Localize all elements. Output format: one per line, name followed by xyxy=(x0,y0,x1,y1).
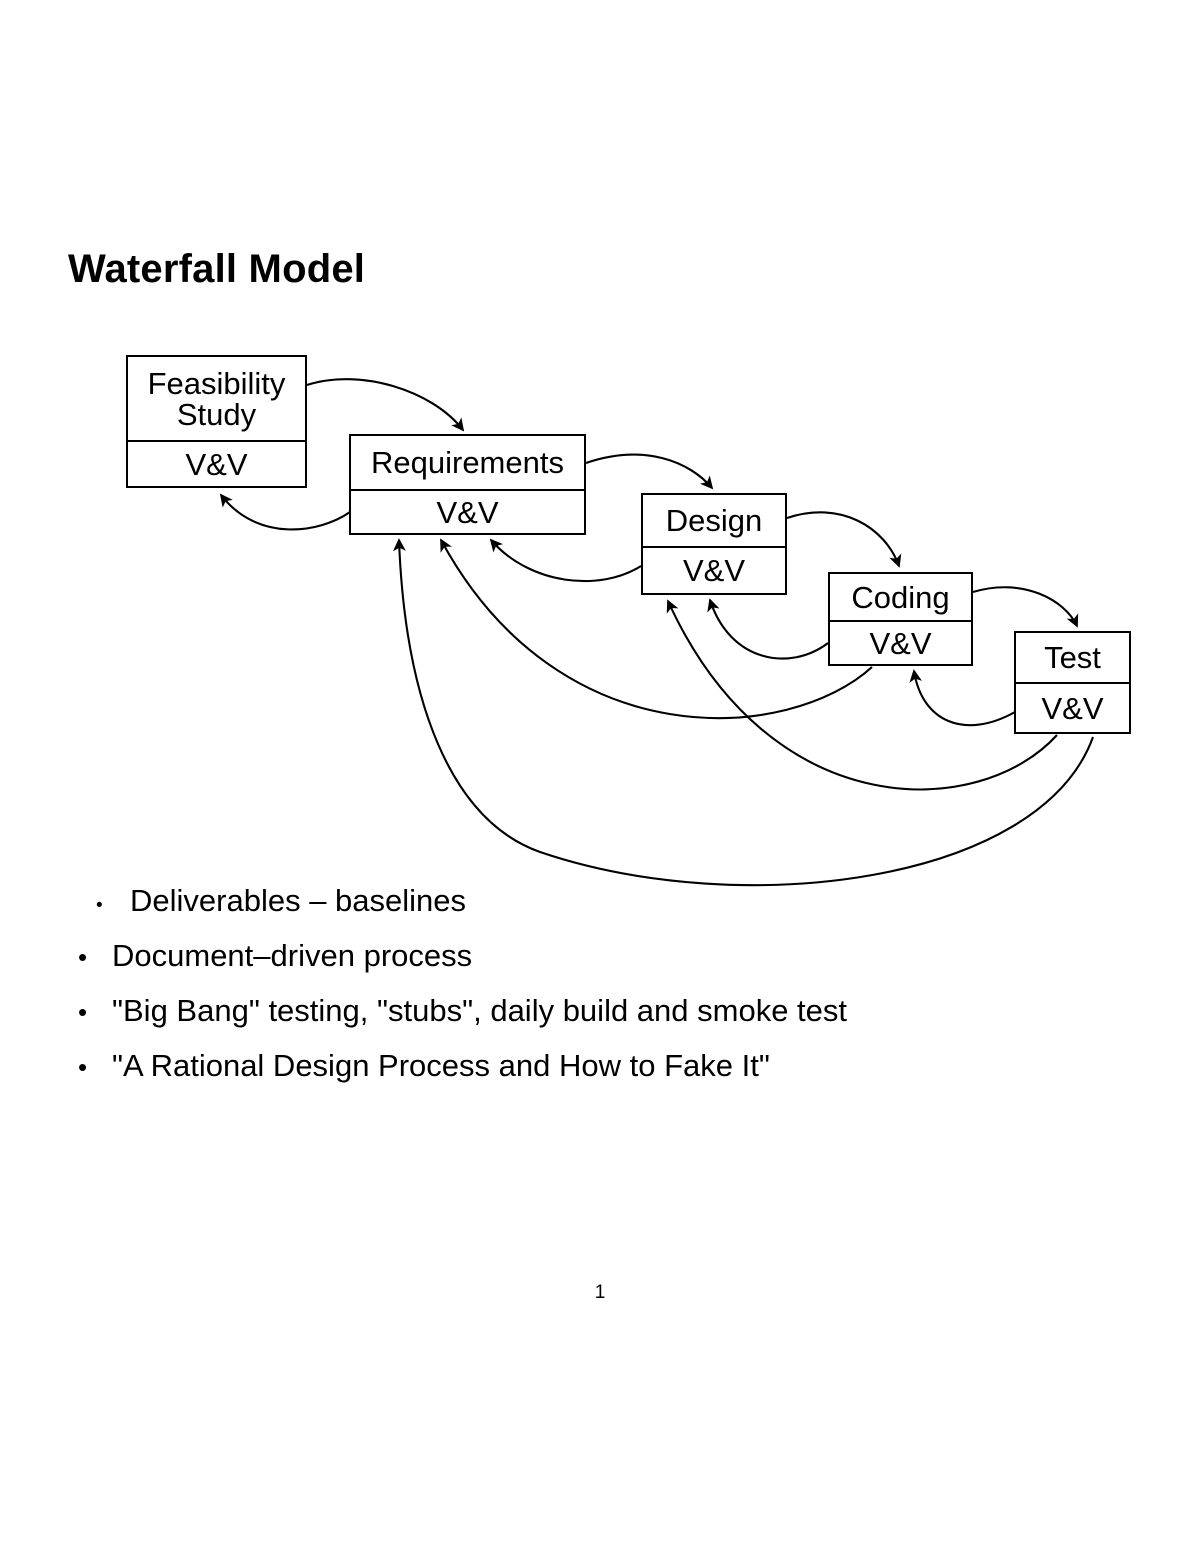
list-item-text: Document–driven process xyxy=(112,938,473,973)
list-item: • "Big Bang" testing, "stubs", daily bui… xyxy=(78,995,1118,1026)
bullet-icon: • xyxy=(96,895,103,916)
page-title: Waterfall Model xyxy=(68,247,366,291)
stage-label-coding: Coding xyxy=(851,579,950,615)
stage-box-requirements[interactable]: Requirements V&V xyxy=(349,434,586,535)
stage-label-requirements: Requirements xyxy=(371,445,564,480)
list-item-text: "Big Bang" testing, "stubs", daily build… xyxy=(112,993,848,1028)
bullet-list: • Deliverables – baselines • Document–dr… xyxy=(78,885,1118,1105)
stage-label-design: Design xyxy=(665,503,763,538)
list-item: • Deliverables – baselines xyxy=(78,885,1118,916)
stage-vv-requirements: V&V xyxy=(351,489,584,533)
stage-box-coding[interactable]: Coding V&V xyxy=(828,572,973,666)
page-number: 1 xyxy=(594,1282,606,1303)
stage-vv-feasibility: V&V xyxy=(128,440,305,486)
list-item-text: "A Rational Design Process and How to Fa… xyxy=(112,1048,770,1083)
stage-label-feasibility: Feasibility Study xyxy=(147,365,286,432)
arrow-requirements-to-design xyxy=(585,453,714,490)
stage-label-test: Test xyxy=(1044,640,1101,675)
stage-vv-coding: V&V xyxy=(830,620,971,664)
bullet-icon: • xyxy=(78,997,88,1027)
bullet-icon: • xyxy=(78,942,88,972)
list-item: • Document–driven process xyxy=(78,940,1118,971)
stage-vv-test: V&V xyxy=(1016,682,1129,732)
bullet-icon: • xyxy=(78,1052,88,1082)
arrow-coding-to-test xyxy=(972,586,1079,628)
arrow-feasibility-to-requirements xyxy=(306,378,465,432)
arrow-test-to-coding xyxy=(909,669,1016,727)
stage-box-feasibility[interactable]: Feasibility Study V&V xyxy=(126,355,307,488)
arrow-coding-to-design xyxy=(707,598,829,660)
stage-box-design[interactable]: Design V&V xyxy=(641,493,787,595)
arrow-requirements-to-feasibility xyxy=(219,493,351,531)
list-item: • "A Rational Design Process and How to … xyxy=(78,1050,1118,1081)
stage-vv-design: V&V xyxy=(643,546,785,593)
arrow-design-to-requirements xyxy=(489,538,642,583)
list-item-text: Deliverables – baselines xyxy=(130,883,467,918)
arrow-design-to-coding xyxy=(786,511,902,568)
stage-box-test[interactable]: Test V&V xyxy=(1014,631,1131,734)
